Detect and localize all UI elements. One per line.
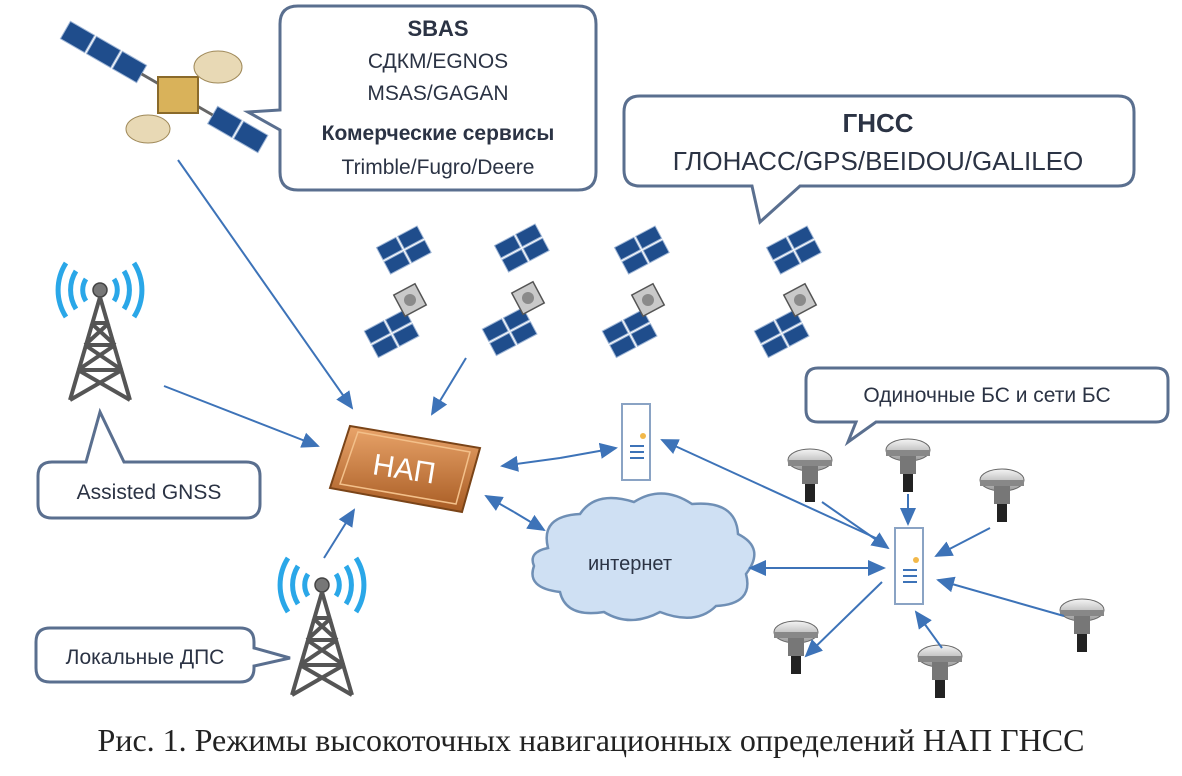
- local-bubble: [34, 626, 291, 684]
- gnss-satellite-icon: [722, 226, 853, 358]
- gnss-bubble: [622, 94, 1136, 225]
- gnss-title: ГНСС: [842, 108, 913, 138]
- gnss-antenna-icon: [885, 438, 931, 493]
- base-stations-label: Одиночные БС и сети БС: [863, 384, 1110, 407]
- sbas-bubble: [242, 4, 598, 192]
- local-label: Локальные ДПС: [66, 646, 225, 669]
- gnss-antenna-icon: [979, 468, 1025, 523]
- local-tower-icon: [280, 558, 364, 695]
- gnss-antenna-icon: [917, 644, 963, 699]
- server-icon: [621, 403, 651, 481]
- gnss-satellite-icon: [332, 226, 463, 358]
- gnss-antenna-icon: [787, 448, 833, 503]
- receiver-box: НАП: [328, 424, 482, 514]
- figure-caption: Рис. 1. Режимы высокоточных навигационны…: [97, 722, 1085, 758]
- gnss-systems: ГЛОНАСС/GPS/BEIDOU/GALILEO: [673, 146, 1084, 176]
- gnss-satellite-icon: [450, 224, 581, 356]
- assisted-tower-icon: [58, 263, 142, 400]
- sbas-satellite-icon: [59, 20, 269, 154]
- base-stations-bubble: [804, 366, 1170, 447]
- sbas-line1: СДКМ/EGNOS: [368, 50, 508, 73]
- gnss-antenna-icon: [773, 620, 819, 675]
- assisted-label: Assisted GNSS: [77, 481, 222, 504]
- sbas-title: SBAS: [407, 16, 468, 41]
- sbas-line3: Trimble/Fugro/Deere: [342, 156, 535, 179]
- internet-cloud: [531, 492, 756, 622]
- assisted-bubble: [36, 407, 262, 520]
- server-icon: [894, 527, 924, 605]
- sbas-subtitle: Комерческие сервисы: [322, 122, 555, 145]
- gnss-satellite-icon: [570, 226, 701, 358]
- internet-label: интернет: [588, 553, 672, 575]
- sbas-line2: MSAS/GAGAN: [367, 82, 508, 105]
- diagram-svg: SBAS СДКМ/EGNOS MSAS/GAGAN Комерческие с…: [34, 4, 1170, 699]
- connection-arrows: [163, 159, 1065, 658]
- gnss-antenna-icon: [1059, 598, 1105, 653]
